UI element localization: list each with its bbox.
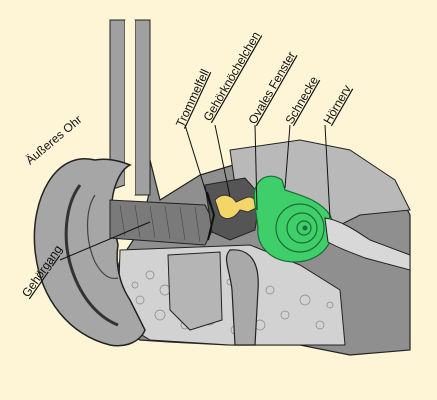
eardrum bbox=[206, 191, 216, 241]
label-cochlea: Schnecke bbox=[282, 74, 321, 127]
vessel bbox=[167, 251, 223, 331]
pinna-inner bbox=[86, 194, 119, 280]
label-auditory-nerve: Hörnerv bbox=[320, 83, 353, 127]
leader-lines bbox=[59, 124, 331, 261]
label-outer-ear: Äußeres Ohr bbox=[23, 112, 85, 167]
eustachian-tube bbox=[225, 249, 259, 346]
pinna bbox=[33, 157, 146, 347]
cochlea bbox=[253, 175, 334, 263]
pinna-fold bbox=[64, 184, 119, 327]
canal-hatching bbox=[119, 204, 201, 243]
upper-canal-inner bbox=[125, 20, 135, 195]
auditory-nerve bbox=[324, 217, 411, 271]
